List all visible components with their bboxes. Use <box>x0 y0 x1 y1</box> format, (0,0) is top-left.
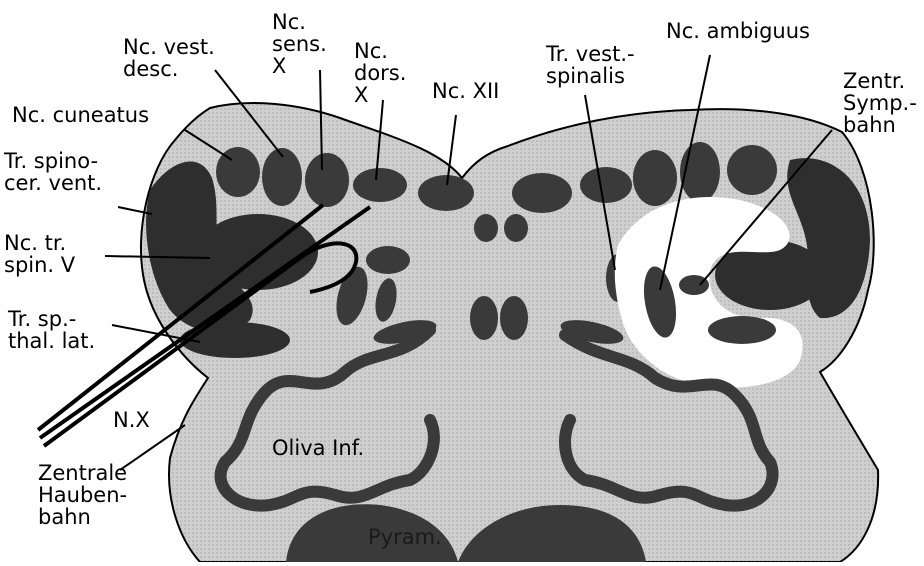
medial-nucleus-4 <box>500 296 528 340</box>
label-tr-vest-spinalis: Tr. vest.- spinalis <box>546 43 635 87</box>
medial-nucleus-1 <box>474 214 498 242</box>
label-tr-spinocer-vent: Tr. spino- cer. vent. <box>4 150 102 194</box>
label-n-x: N.X <box>113 409 150 431</box>
lesion-inner-ellipse <box>708 316 776 344</box>
nucleus-dorsal-x-left <box>353 168 407 202</box>
label-nc-dors-x: Nc. dors. X <box>354 40 406 106</box>
label-nc-vest-desc: Nc. vest. desc. <box>123 36 215 80</box>
sympathetic-tract-spot <box>679 275 709 295</box>
label-nc-xii: Nc. XII <box>432 80 499 102</box>
nucleus-cuneatus-right <box>727 145 777 195</box>
nucleus-xii-right <box>512 173 572 213</box>
label-pyram: Pyram. <box>368 526 442 548</box>
label-oliva-inf: Oliva Inf. <box>272 437 364 459</box>
label-nc-ambiguus: Nc. ambiguus <box>666 20 810 42</box>
label-tr-sp-thal-lat: Tr. sp.- thal. lat. <box>8 308 95 352</box>
nucleus-dorsal-x-right <box>580 167 632 203</box>
medial-nucleus-5 <box>366 246 410 274</box>
nucleus-sensory-x-left <box>305 153 349 207</box>
label-zentr-symp-bahn: Zentr. Symp.- bahn <box>843 70 917 136</box>
medial-nucleus-2 <box>504 214 528 242</box>
nucleus-xii-left <box>418 175 474 211</box>
label-nc-sens-x: Nc. sens. X <box>272 11 327 77</box>
label-nc-tr-spin-v: Nc. tr. spin. V <box>4 232 75 276</box>
medial-nucleus-3 <box>470 296 498 340</box>
label-nc-cuneatus: Nc. cuneatus <box>12 104 149 126</box>
nucleus-sensory-x-right <box>633 150 677 206</box>
label-zentrale-haubenbahn: Zentrale Hauben- bahn <box>38 462 127 528</box>
